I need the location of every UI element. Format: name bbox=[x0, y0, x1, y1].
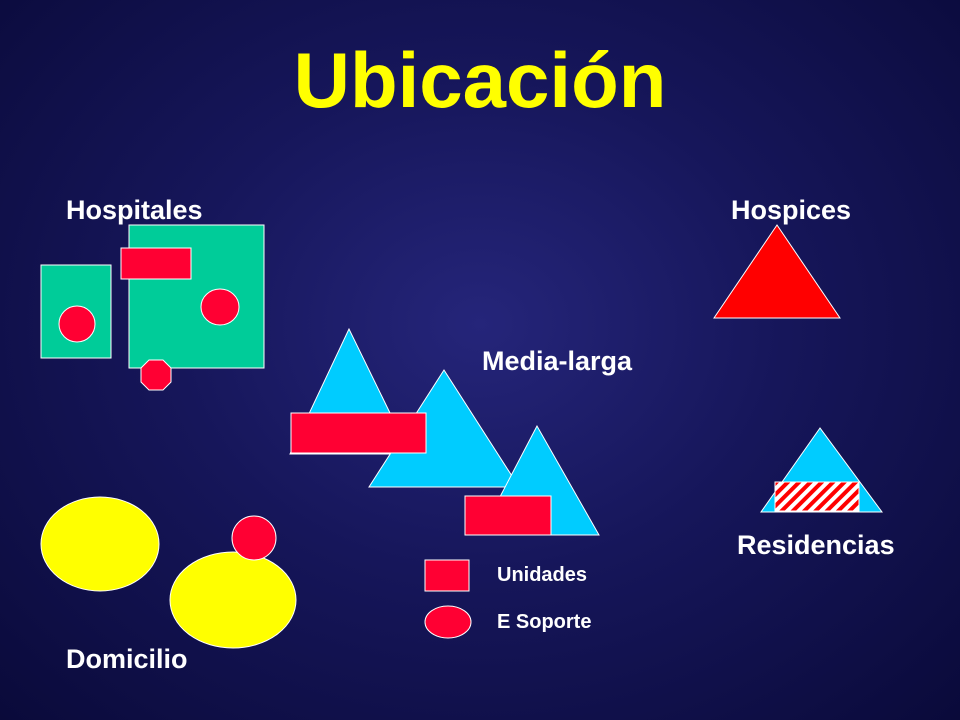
domicilio-group bbox=[40, 496, 297, 649]
hospitales-group bbox=[40, 224, 265, 391]
legend-label-unidades: Unidades bbox=[497, 564, 588, 586]
legend-support-swatch bbox=[424, 605, 472, 639]
page-title: Ubicación bbox=[293, 36, 667, 124]
label-hospices: Hospices bbox=[731, 195, 852, 225]
legend-unit-swatch bbox=[424, 559, 470, 592]
residencias-group bbox=[760, 427, 883, 513]
domicilio-home-1 bbox=[40, 496, 160, 592]
label-hospitales: Hospitales bbox=[66, 195, 203, 225]
residencias-hatched-unit bbox=[774, 481, 860, 512]
hospital-large-building bbox=[128, 224, 265, 369]
media-larga-unit-rect-1 bbox=[290, 412, 427, 454]
media-larga-unit-rect-2 bbox=[464, 495, 552, 536]
legend-label-e-soporte: E Soporte bbox=[497, 611, 592, 633]
label-residencias: Residencias bbox=[737, 530, 895, 560]
hospital-support-circle-1 bbox=[58, 305, 96, 343]
domicilio-support-circle bbox=[231, 515, 277, 561]
domicilio-home-2 bbox=[169, 551, 297, 649]
label-domicilio: Domicilio bbox=[66, 644, 188, 674]
hospice-triangle bbox=[713, 224, 841, 319]
label-media-larga: Media-larga bbox=[482, 346, 633, 376]
hospital-unit-rect bbox=[120, 247, 192, 280]
media-larga-group bbox=[289, 327, 600, 536]
hospital-support-octagon bbox=[140, 359, 172, 391]
legend-markers bbox=[424, 559, 472, 639]
hospital-support-circle-2 bbox=[200, 288, 240, 326]
